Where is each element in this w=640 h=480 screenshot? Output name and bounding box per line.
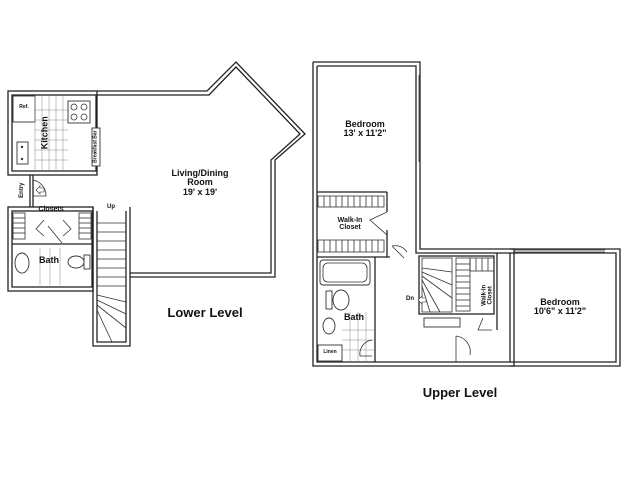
bedroom1-dimensions: 13' x 11'2" (343, 128, 387, 139)
closets-label: Closets (38, 206, 64, 213)
living-label-line1: Living/Dining (171, 168, 229, 178)
lower-level-title: Lower Level (167, 305, 243, 320)
lower-level-fixtures (12, 95, 127, 343)
walkin1-line1: Walk-In (337, 217, 363, 224)
upper-bath-label: Bath (344, 312, 364, 322)
bedroom2-name: Bedroom (540, 297, 580, 307)
bedroom1-label: Bedroom 13' x 11'2" (325, 119, 405, 139)
stairs-down-label: Dn (406, 296, 414, 302)
lower-bath-label: Bath (39, 255, 59, 265)
entry-label: Entry (18, 182, 25, 198)
living-label-line2: Room (187, 177, 213, 188)
walkin-closet1-label: Walk-In Closet (330, 217, 370, 232)
living-dimensions: 19' x 19' (182, 186, 218, 197)
stairs-up-label: Up (107, 204, 115, 210)
bedroom2-label: Bedroom 10'6" x 11'2" (515, 297, 605, 317)
lower-level-walls (7, 61, 306, 347)
ref-label: Ref. (19, 104, 29, 110)
linen-label: Linen (323, 349, 337, 355)
walkin-closet2-label: Walk-In Closet (482, 275, 495, 315)
bedroom2-dimensions: 10'6" x 11'2" (533, 306, 587, 317)
upper-level-title: Upper Level (422, 385, 498, 400)
walkin1-line2: Closet (339, 224, 361, 232)
breakfast-bar-label: Breakfast Bar (92, 130, 99, 163)
living-dining-room-label: Living/Dining Room 19' x 19' (155, 168, 245, 197)
upper-level-fixtures (317, 195, 621, 367)
bedroom1-name: Bedroom (345, 119, 385, 129)
kitchen-label: Kitchen (39, 116, 50, 150)
walkin2-line2: Closet (488, 286, 494, 305)
